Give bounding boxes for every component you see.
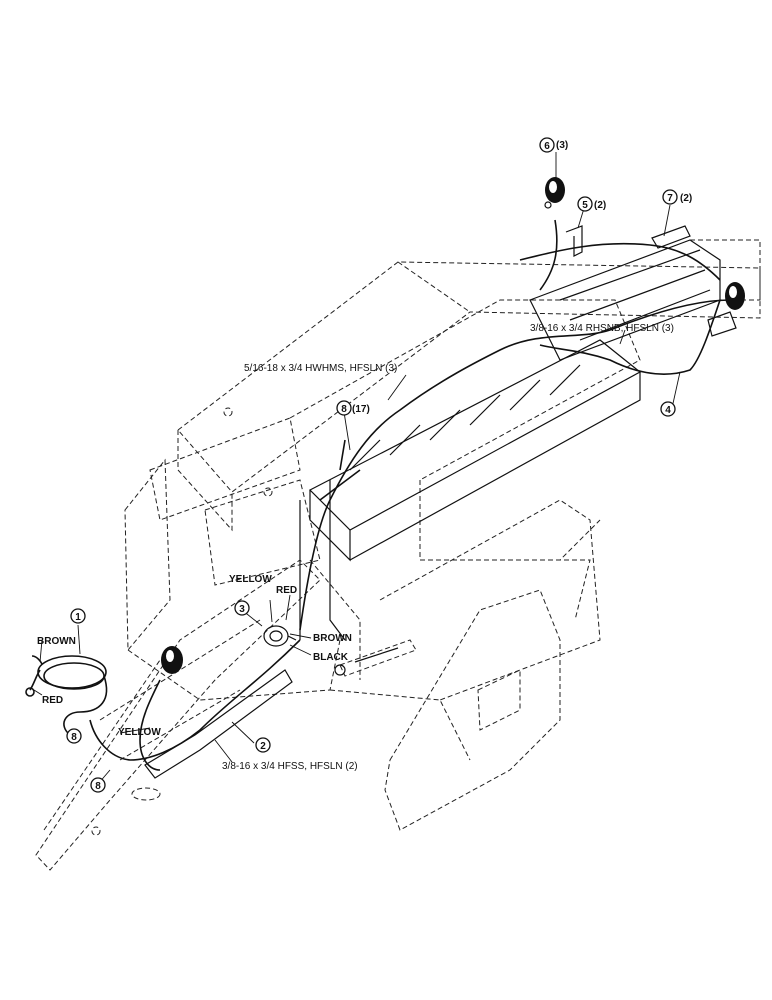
tongue-frame: [35, 559, 321, 871]
hardware-label-top: 5/16-18 x 3/4 HWHMS, HFSLN (3): [244, 363, 397, 374]
wire-label-brown-mid: BROWN: [313, 633, 352, 644]
wiring-harness: [89, 219, 731, 771]
callout-1: 1: [70, 608, 86, 624]
wire-label-yellow-top: YELLOW: [229, 574, 272, 585]
callout-8-upper: 8: [336, 400, 352, 416]
lamp-bracket-upper: [565, 225, 583, 257]
callout-4-number: 4: [665, 405, 671, 416]
hitch-cylinder: [334, 639, 417, 677]
callout-8-left-number: 8: [71, 732, 77, 743]
callout-5-number: 5: [582, 200, 588, 211]
harness-coil: [25, 655, 108, 736]
baler-body-outline: [124, 261, 761, 831]
callout-6-number: 6: [544, 141, 550, 152]
lamp-rear-right: [725, 282, 745, 310]
callout-8-lower: 8: [90, 777, 106, 793]
qty-5: (2): [594, 200, 606, 211]
callout-2: 2: [255, 737, 271, 753]
leaders: [33, 152, 681, 785]
wire-label-yellow-left: YELLOW: [118, 727, 161, 738]
hardware-label-right: 3/8-16 x 3/4 RHSNB, HFSLN (3): [530, 323, 674, 334]
callout-5: 5: [577, 196, 593, 212]
bracket-7: [651, 225, 691, 249]
wire-label-red-left: RED: [42, 695, 63, 706]
lamp-front: [161, 646, 183, 674]
callout-1-number: 1: [75, 612, 81, 623]
wire-label-brown-left: BROWN: [37, 636, 76, 647]
callout-6: 6: [539, 137, 555, 153]
lamp-rear-upper-left: [544, 177, 565, 209]
hardware-label-bottom: 3/8-16 x 3/4 HFSS, HFSLN (2): [222, 761, 358, 772]
callout-4: 4: [660, 401, 676, 417]
callout-7-number: 7: [667, 193, 673, 204]
callout-8-left: 8: [66, 728, 82, 744]
junction-box: [263, 625, 297, 647]
bale-chamber: [299, 339, 642, 641]
wire-label-black-mid: BLACK: [313, 652, 349, 663]
qty-8: (17): [352, 404, 370, 415]
qty-6: (3): [556, 140, 568, 151]
callout-3-number: 3: [239, 604, 245, 615]
callout-3: 3: [234, 600, 250, 616]
wire-label-red-top: RED: [276, 585, 297, 596]
lamp-bracket-right: [707, 311, 737, 337]
callout-8-lower-number: 8: [95, 781, 101, 792]
callout-7: 7: [662, 189, 678, 205]
callout-8-upper-number: 8: [341, 404, 347, 415]
qty-7: (2): [680, 193, 692, 204]
callout-2-number: 2: [260, 741, 266, 752]
